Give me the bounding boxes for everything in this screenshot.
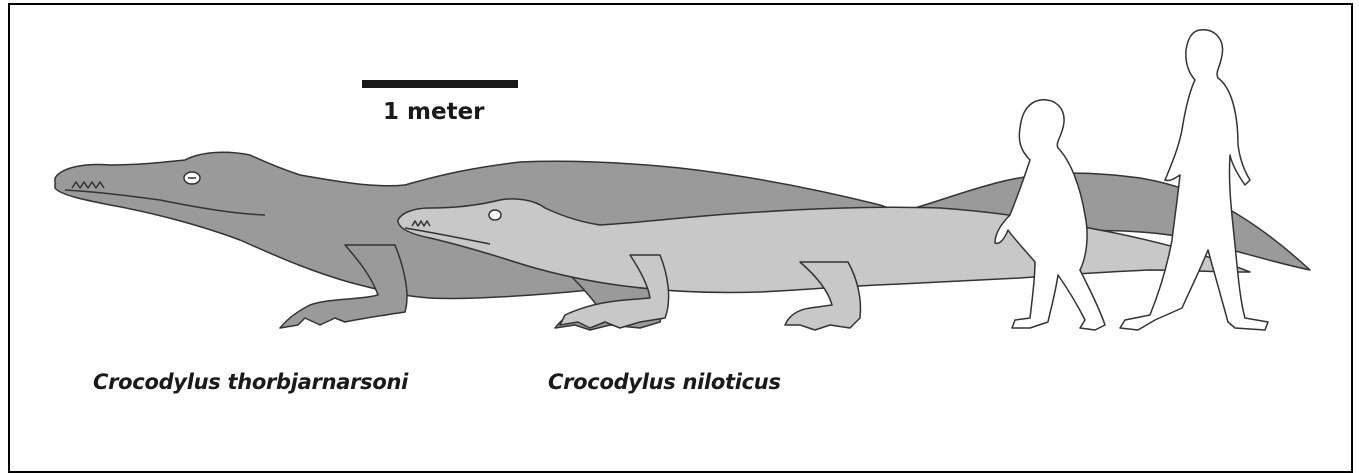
scale-bar — [362, 80, 518, 88]
scale-bar-label: 1 meter — [383, 99, 485, 125]
species-label-thorbjarnarsoni: Crocodylus thorbjarnarsoni — [93, 370, 408, 394]
species-label-niloticus: Crocodylus niloticus — [548, 370, 781, 394]
